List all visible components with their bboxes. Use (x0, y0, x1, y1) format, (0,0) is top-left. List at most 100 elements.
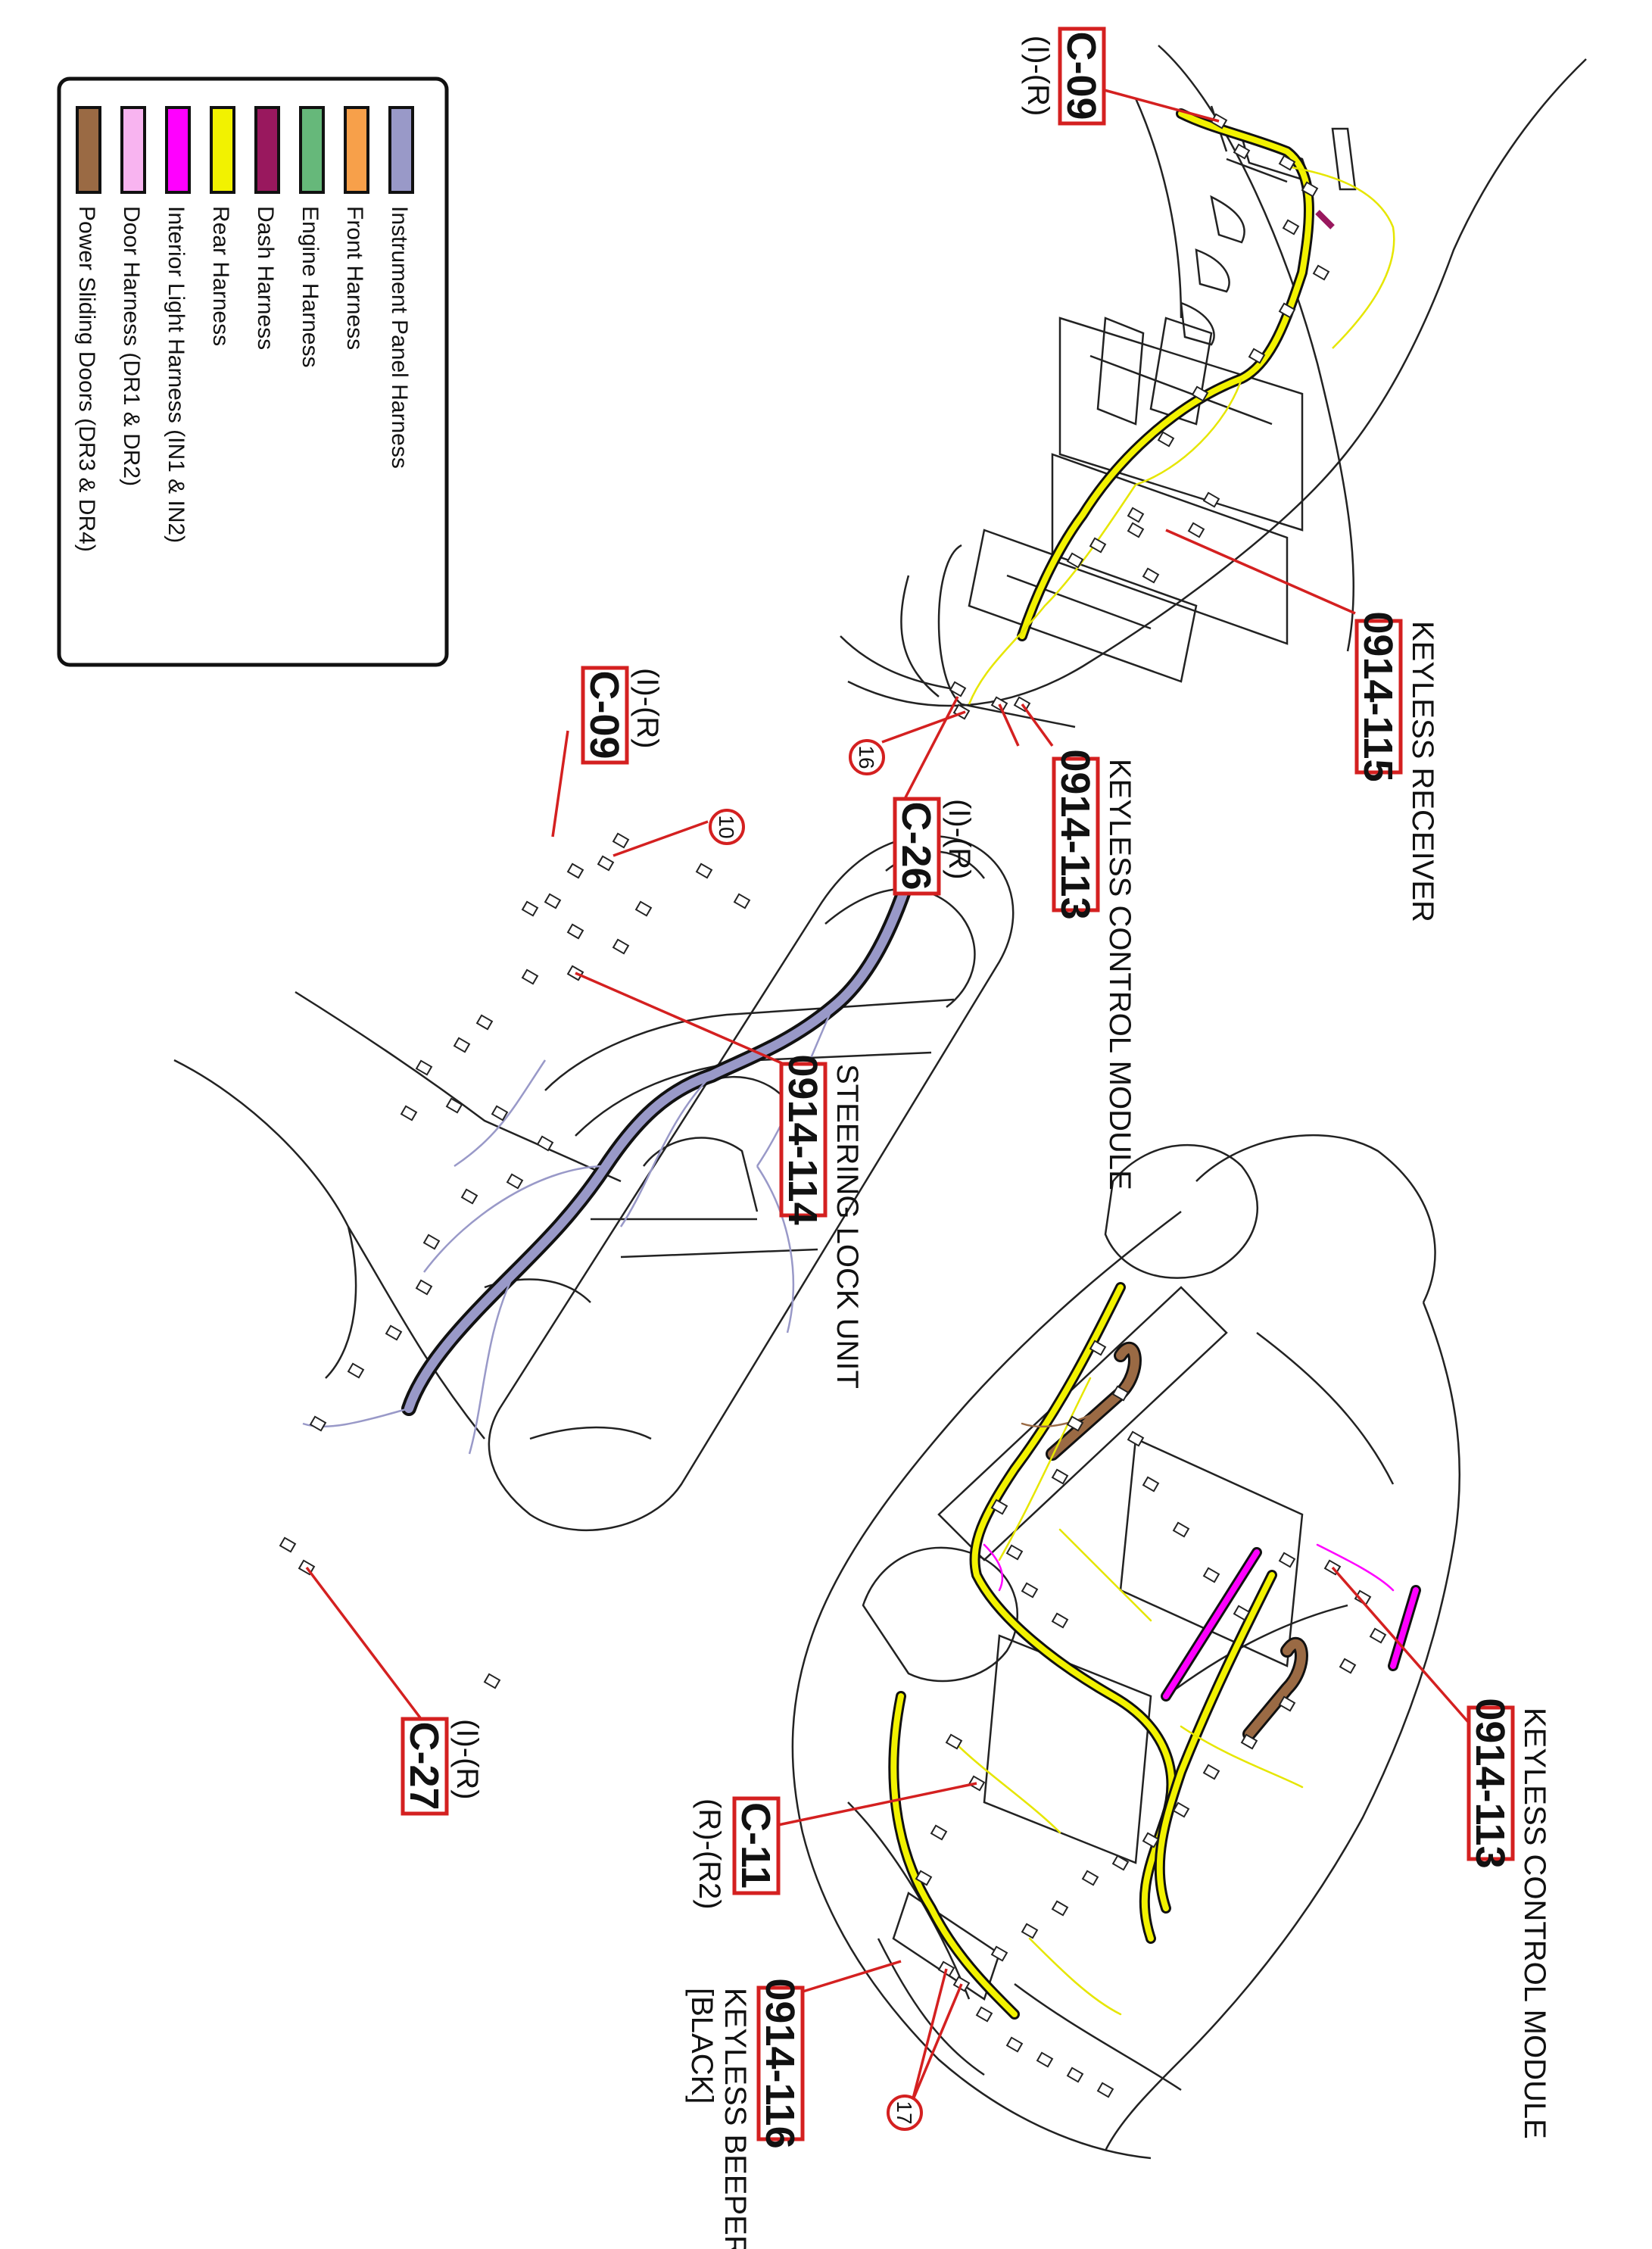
connector-marker (491, 1105, 509, 1121)
connector-marker (1172, 1801, 1190, 1818)
connector-marker (975, 2006, 993, 2023)
connector-marker (1142, 567, 1160, 584)
connector-marker (945, 1733, 963, 1750)
part-color: [BLACK] (685, 1988, 718, 2104)
connector-code: C-26 (893, 801, 939, 890)
callout-0914-113-top: 0914-113 KEYLESS CONTROL MODULE (1052, 749, 1136, 1190)
connector-marker (475, 1014, 494, 1031)
connector-marker (1051, 1900, 1069, 1917)
callout-circle-16: 16 (849, 739, 885, 775)
legend-item: Dash Harness (253, 106, 280, 350)
connector-sub: (R)-(R2) (693, 1798, 726, 1910)
connector-marker (612, 938, 630, 955)
connector-marker (1278, 1552, 1296, 1568)
connector-marker (597, 855, 615, 872)
legend: Instrument Panel Harness Front Harness Eng… (57, 76, 449, 667)
connector-marker (1240, 1733, 1258, 1750)
legend-swatch (388, 106, 414, 194)
connector-marker (990, 1945, 1008, 1962)
connector-marker (1111, 1854, 1130, 1871)
connector-sub: (I)-(R) (450, 1719, 484, 1800)
connector-marker (400, 1105, 418, 1121)
connector-marker (1202, 1764, 1220, 1780)
connector-marker (1142, 1476, 1160, 1493)
legend-swatch (210, 106, 235, 194)
part-code: 0914-113 (1052, 749, 1098, 919)
circle-number: 10 (715, 815, 738, 838)
connector-marker (1278, 302, 1296, 319)
connector-code: C-09 (1058, 31, 1104, 120)
connector-marker (347, 1362, 365, 1379)
legend-label: Engine Harness (298, 206, 323, 367)
callout-leaders (305, 88, 1470, 2102)
connector-marker (1066, 2067, 1084, 2083)
part-code: 0914-114 (780, 1054, 825, 1224)
connector-marker (1051, 1612, 1069, 1629)
callout-c27: C-27 (I)-(R) (401, 1717, 484, 1816)
connector-marker (1081, 1870, 1099, 1886)
top-harness-routing (968, 108, 1395, 705)
callout-0914-113-bottom: 0914-113 KEYLESS CONTROL MODULE (1467, 1698, 1551, 2139)
connector-marker (1157, 431, 1175, 448)
connector-marker (695, 862, 713, 879)
connector-marker (1301, 181, 1319, 198)
connector-marker (1021, 1582, 1039, 1599)
legend-swatch (344, 106, 369, 194)
connector-marker (1191, 385, 1209, 402)
connector-marker (1142, 1832, 1160, 1848)
circle-number: 16 (855, 745, 878, 769)
connector-marker (1202, 491, 1220, 508)
connector-marker (949, 681, 967, 697)
connector-marker (415, 1279, 433, 1296)
callout-c09-middle: C-09 (I)-(R) (581, 666, 664, 765)
connector-marker (1187, 522, 1205, 538)
part-name: KEYLESS CONTROL MODULE (1103, 759, 1136, 1190)
connector-marker (1172, 1521, 1190, 1538)
connector-marker (415, 1059, 433, 1076)
connector-marker (1339, 1658, 1357, 1674)
connector-marker (506, 1173, 524, 1190)
legend-item: Door Harness (DR1 & DR2) (119, 106, 146, 486)
connector-marker (445, 1097, 463, 1114)
connector-marker (1233, 1605, 1251, 1621)
connector-marker (733, 893, 751, 909)
callout-0914-114: 0914-114 STEERING LOCK UNIT (779, 1054, 864, 1389)
connector-marker (1312, 264, 1330, 281)
connector-code: C-09 (581, 670, 627, 759)
legend-label: Power Sliding Doors (DR3 & DR4) (74, 206, 99, 552)
callout-c26: C-26 (I)-(R) (893, 797, 976, 896)
connector-marker (612, 832, 630, 849)
legend-swatch (120, 106, 146, 194)
part-name: KEYLESS BEEPER (718, 1988, 752, 2249)
legend-swatch (254, 106, 280, 194)
part-name: KEYLESS RECEIVER (1406, 621, 1439, 922)
legend-label: Rear Harness (208, 206, 233, 346)
connector-marker (385, 1324, 403, 1341)
connector-marker (1278, 1695, 1296, 1712)
connector-marker (915, 1870, 933, 1886)
part-code: 0914-113 (1467, 1698, 1513, 1868)
connector-marker (460, 1188, 478, 1205)
bottom-vehicle-drawing (791, 1134, 1461, 2160)
legend-items: Instrument Panel Harness Front Harness Eng… (74, 106, 414, 552)
connector-marker (1005, 2036, 1024, 2053)
connector-marker (634, 900, 653, 917)
connector-marker (453, 1037, 471, 1053)
connector-marker (990, 1499, 1008, 1515)
connector-marker (1036, 2051, 1054, 2068)
legend-label: Instrument Panel Harness (387, 206, 412, 469)
legend-item: Rear Harness (208, 106, 235, 346)
connector-marker (1127, 507, 1145, 523)
legend-item: Front Harness (342, 106, 369, 350)
connector-marker (1089, 1340, 1107, 1356)
callout-0914-116: 0914-116 KEYLESS BEEPER [BLACK] (685, 1978, 805, 2249)
callout-circle-10: 10 (709, 809, 745, 845)
connector-marker (279, 1536, 297, 1553)
legend-item: Power Sliding Doors (DR3 & DR4) (74, 106, 101, 552)
part-code: 0914-116 (757, 1978, 803, 2148)
callout-0914-115: 0914-115 KEYLESS RECEIVER (1354, 611, 1439, 922)
connector-marker (1021, 1923, 1039, 1939)
circle-number: 17 (893, 2101, 916, 2124)
connector-marker (309, 1415, 327, 1432)
